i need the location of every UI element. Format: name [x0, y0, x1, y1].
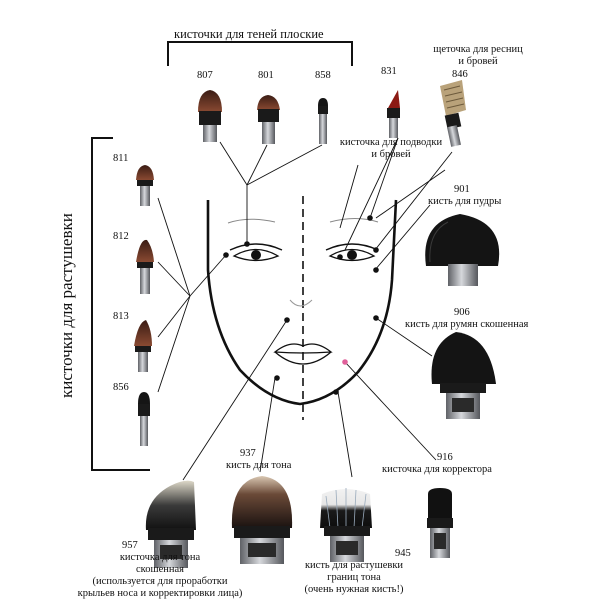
brush-number-901: 901 — [454, 184, 470, 195]
label-slanted-foundation-brush: кисточка для тона скошенная (используетс… — [77, 552, 243, 599]
brush-801-graphic — [257, 95, 280, 144]
label-blend-tone-brush: кисть для растушевки границ тона (очень … — [304, 560, 404, 595]
brush-858-graphic — [318, 98, 328, 144]
blending-bracket — [91, 137, 150, 471]
brush-811-graphic — [136, 165, 154, 206]
brush-number-858: 858 — [315, 70, 331, 81]
label-liner-brow-brush: кисточка для подводки и бровей — [339, 137, 443, 160]
label-blush-brush: кисть для румян скошенная — [405, 319, 529, 330]
brush-856-graphic — [138, 392, 150, 446]
face-markers — [223, 215, 379, 395]
label-lash-brow-comb: щеточка для ресниц и бровей — [433, 44, 523, 67]
brush-number-812: 812 — [113, 231, 129, 242]
brush-number-831: 831 — [381, 66, 397, 77]
brush-unnumbered-graphic — [427, 488, 453, 558]
brush-846-graphic — [440, 80, 466, 147]
label-powder-brush: кисть для пудры — [428, 196, 502, 207]
label-foundation-brush: кисть для тона — [226, 460, 292, 471]
brush-number-807: 807 — [197, 70, 213, 81]
brush-813-graphic — [134, 320, 152, 372]
brush-number-856: 856 — [113, 382, 129, 393]
label-corrector-brush: кисточка для корректора — [382, 464, 492, 475]
brush-812-graphic — [136, 239, 154, 294]
brush-number-916: 916 — [437, 452, 453, 463]
face-outline — [206, 196, 398, 420]
brush-957-graphic — [145, 480, 196, 568]
brush-number-801: 801 — [258, 70, 274, 81]
leader-lines — [157, 137, 453, 481]
flat-shadow-bracket — [167, 41, 353, 66]
brush-number-846: 846 — [452, 69, 468, 80]
brush-906-graphic — [431, 332, 496, 419]
blending-group-title: кисточки для растушевки — [57, 213, 76, 398]
brush-807-graphic — [198, 90, 222, 142]
brush-945-graphic — [320, 488, 372, 562]
brush-number-945: 945 — [395, 548, 411, 559]
brush-901-graphic — [425, 214, 500, 286]
brush-number-811: 811 — [113, 153, 129, 164]
brush-number-906: 906 — [454, 307, 470, 318]
flat-shadow-group-title: кисточки для теней плоские — [174, 27, 324, 41]
brush-937-graphic — [231, 476, 293, 564]
brush-number-957: 957 — [122, 540, 138, 551]
brush-number-937: 937 — [240, 448, 256, 459]
brush-number-813: 813 — [113, 311, 129, 322]
brush-831-graphic — [387, 90, 400, 138]
